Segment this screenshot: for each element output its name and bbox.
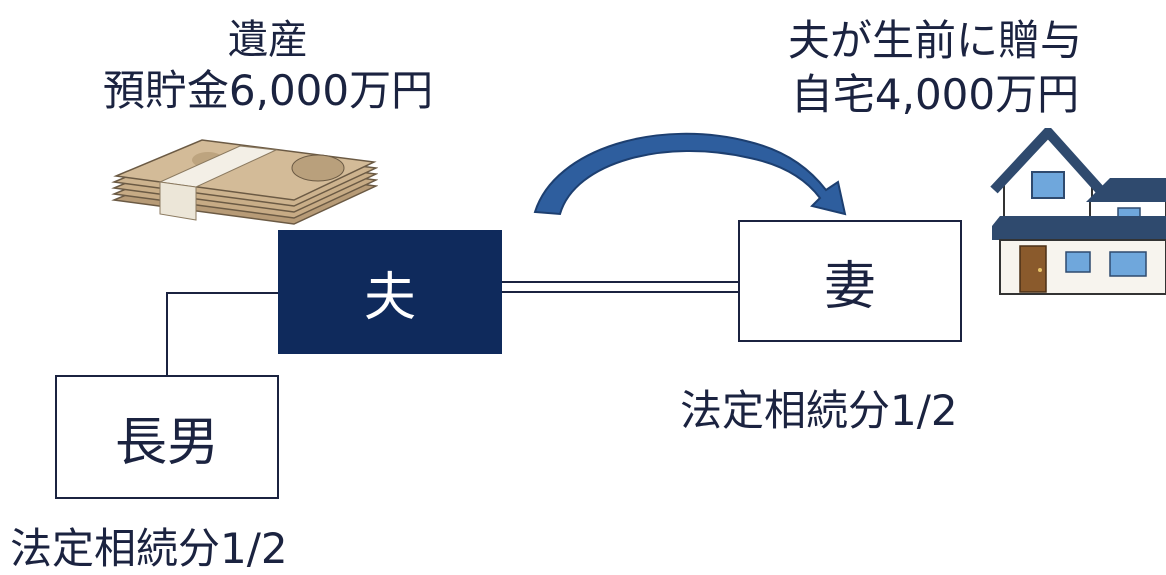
estate-amount: 預貯金6,000万円 xyxy=(102,66,434,115)
eldest-son-label: 長男 xyxy=(114,412,219,473)
wife-label: 妻 xyxy=(823,256,876,317)
husband-label: 夫 xyxy=(363,267,416,328)
house-icon xyxy=(990,128,1166,295)
son-share: 法定相続分1/2 xyxy=(10,524,288,573)
eldest-son-box: 長男 xyxy=(55,375,279,499)
money-bundle-icon xyxy=(111,139,378,225)
gift-amount: 自宅4,000万円 xyxy=(790,70,1080,119)
gift-title: 夫が生前に贈与 xyxy=(787,16,1082,65)
husband-box: 夫 xyxy=(278,230,502,354)
wife-share: 法定相続分1/2 xyxy=(680,386,958,435)
estate-title: 遺産 xyxy=(228,17,308,63)
gift-arrow xyxy=(533,132,847,216)
wife-box: 妻 xyxy=(738,220,962,342)
husband-son-line xyxy=(166,292,278,375)
